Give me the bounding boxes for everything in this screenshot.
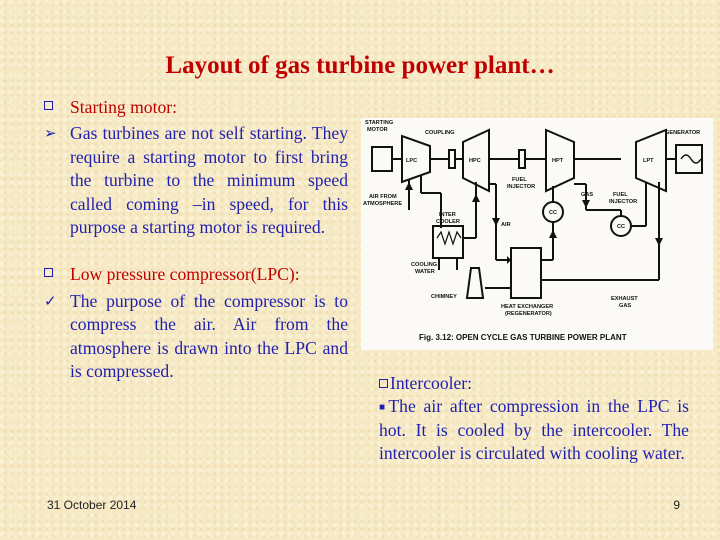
label-gas: GAS [581, 192, 593, 198]
label-hpt: HPT [552, 158, 564, 164]
label-cc1: CC [549, 210, 557, 216]
diagram-caption: Fig. 3.12: OPEN CYCLE GAS TURBINE POWER … [419, 333, 627, 342]
hollow-square-bullet-icon [44, 96, 64, 119]
hpc-shape [462, 128, 490, 193]
page-number: 9 [673, 498, 680, 512]
lpc-heading: Low pressure compressor(LPC): [70, 264, 300, 285]
label-air: AIR [501, 222, 511, 228]
label-cooler: COOLER [436, 219, 460, 225]
label-hpc: HPC [469, 158, 481, 164]
right-column: Intercooler: ■The air after compression … [379, 372, 689, 465]
starting-motor-text: Gas turbines are not self starting. They… [70, 123, 348, 238]
slide-title: Layout of gas turbine power plant… [165, 52, 555, 79]
footer-date: 31 October 2014 [47, 498, 137, 512]
coupling-1 [448, 149, 456, 169]
hollow-square-bullet-icon [379, 379, 388, 388]
label-starting: STARTING [365, 120, 393, 126]
left-column: Starting motor: ➢ Gas turbines are not s… [44, 96, 348, 383]
check-bullet-icon: ✓ [44, 291, 57, 310]
label-lpt: LPT [643, 158, 654, 164]
small-square-bullet-icon: ■ [379, 402, 389, 413]
label-air-from: AIR FROM [369, 194, 397, 200]
label-exhaust: EXHAUST [611, 296, 638, 302]
label-motor: MOTOR [367, 127, 388, 133]
label-regenerator: (REGENERATOR) [505, 311, 552, 317]
label-heat-exchanger: HEAT EXCHANGER [501, 304, 553, 310]
lpc-shape [401, 134, 431, 184]
bullet-lpc-desc: ✓ The purpose of the compressor is to co… [44, 290, 348, 384]
chimney-shape [465, 267, 485, 299]
diagram-svg: STARTING MOTOR COUPLING GENERATOR LPC HP… [363, 120, 703, 342]
label-fuel-2: FUEL [613, 192, 628, 198]
gas-turbine-diagram: STARTING MOTOR COUPLING GENERATOR LPC HP… [361, 118, 713, 350]
label-coupling: COUPLING [425, 130, 455, 136]
label-injector-2: INJECTOR [609, 199, 637, 205]
label-fuel-1: FUEL [512, 177, 527, 183]
coupling-2 [518, 149, 526, 169]
label-injector-1: INJECTOR [507, 184, 535, 190]
label-atmosphere: ATMOSPHERE [363, 201, 402, 207]
intercooler-heading: Intercooler: [390, 373, 473, 393]
bullet-starting-motor-desc: ➢ Gas turbines are not self starting. Th… [44, 122, 348, 239]
label-exhaust-gas: GAS [619, 303, 631, 309]
label-lpc: LPC [406, 158, 417, 164]
label-generator: GENERATOR [665, 130, 700, 136]
arrow-bullet-icon: ➢ [44, 124, 57, 143]
starting-motor-heading: Starting motor: [70, 97, 178, 117]
hpt-shape [545, 128, 575, 193]
label-inter: INTER [439, 212, 456, 218]
bullet-lpc: Low pressure compressor(LPC): [44, 263, 348, 286]
hollow-square-bullet-icon [44, 263, 64, 286]
heat-exchanger-box [510, 247, 542, 299]
label-cc2: CC [617, 224, 625, 230]
label-water: WATER [415, 269, 435, 275]
label-chimney: CHIMNEY [431, 294, 457, 300]
intercooler-box [432, 225, 464, 259]
lpt-shape [635, 128, 667, 193]
intercooler-paragraph: ■The air after compression in the LPC is… [379, 395, 689, 465]
bullet-starting-motor: Starting motor: [44, 96, 348, 119]
starting-motor-box [371, 146, 393, 172]
label-cooling: COOLING [411, 262, 437, 268]
generator-box [675, 144, 703, 174]
intercooler-text: The air after compression in the LPC is … [379, 396, 689, 463]
lpc-text: The purpose of the compressor is to comp… [70, 290, 348, 382]
intercooler-heading-line: Intercooler: [379, 372, 689, 395]
